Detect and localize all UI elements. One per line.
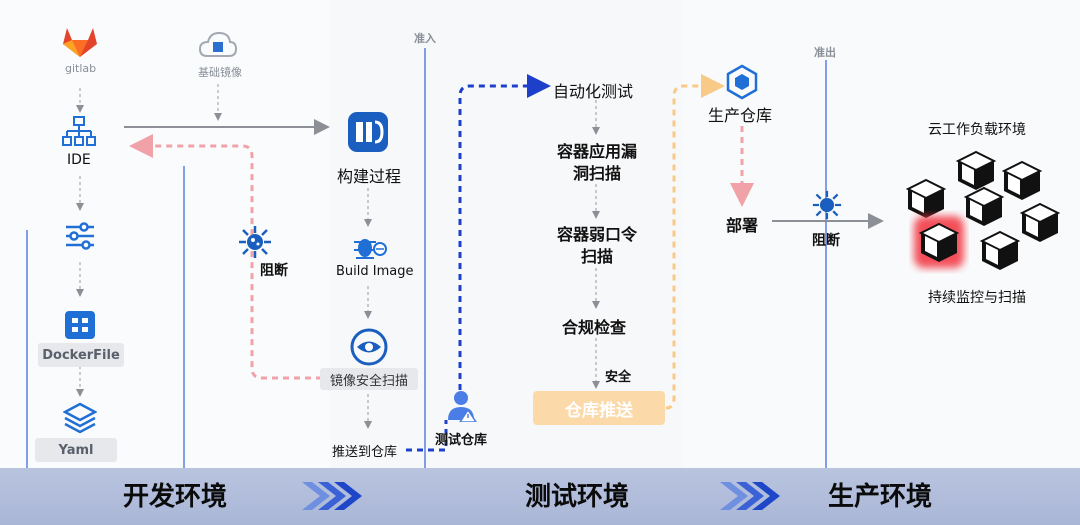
cloud-icon [198, 31, 238, 57]
gate-in-label: 准入 [414, 32, 436, 45]
vuln-scan-label: 容器应用漏洞扫描 [556, 142, 637, 183]
eye-icon [350, 328, 388, 366]
gate-out-label: 准出 [814, 46, 836, 59]
gitlab-label: gitlab [65, 62, 97, 75]
yaml-chip: Yaml [35, 438, 117, 462]
monitor-label: 持续监控与扫描 [928, 290, 1026, 306]
push-repo-label: 推送到仓库 [332, 445, 398, 460]
test-repo-label: 测试仓库 [435, 433, 488, 448]
prod-repo-label: 生产仓库 [708, 106, 773, 125]
build-icon [348, 112, 388, 152]
build-label: 构建过程 [337, 167, 402, 186]
environment-band [0, 468, 1080, 525]
chevron-right-icon [302, 482, 362, 510]
build-image-label: Build Image [336, 264, 414, 279]
base-image-label: 基础镜像 [198, 66, 242, 79]
cube [981, 231, 1019, 271]
cube [957, 151, 995, 191]
cube-icon [726, 64, 758, 100]
virus-icon [239, 226, 271, 258]
hierarchy-icon [62, 116, 96, 146]
deploy-label: 部署 [726, 216, 759, 235]
virus-icon [812, 190, 842, 220]
test-panel-bg [330, 0, 682, 468]
cube [965, 187, 1003, 227]
dockerfile-chip: DockerFile [38, 343, 124, 367]
sliders-icon [66, 222, 94, 250]
ide-label: IDE [67, 152, 91, 168]
auto-test-label: 自动化测试 [553, 82, 634, 101]
weak-pwd-label: 容器弱口令扫描 [556, 225, 637, 266]
bug-icon [354, 239, 387, 259]
chevron-right-icon [720, 482, 780, 510]
layers-icon [63, 402, 97, 434]
cube [1003, 161, 1041, 201]
safe-label: 安全 [605, 370, 632, 385]
dev-panel-bg [0, 0, 330, 468]
compliance-label: 合规检查 [562, 318, 627, 337]
band-test-label: 测试环境 [525, 482, 630, 512]
image-scan-chip: 镜像安全扫描 [320, 368, 418, 390]
prod-block-label: 阻断 [812, 233, 840, 249]
gitlab-icon [63, 28, 97, 57]
workload-label: 云工作负载环境 [928, 122, 1026, 138]
cube [1021, 203, 1059, 243]
repo-push-box: 仓库推送 [533, 391, 665, 425]
cube [907, 179, 945, 219]
band-prod-label: 生产环境 [828, 482, 933, 512]
grid-box-icon [65, 311, 95, 339]
workload-cubes [907, 151, 1059, 271]
user-alert-icon [448, 391, 477, 422]
band-dev-label: 开发环境 [123, 482, 228, 512]
dev-block-label: 阻断 [260, 263, 288, 279]
